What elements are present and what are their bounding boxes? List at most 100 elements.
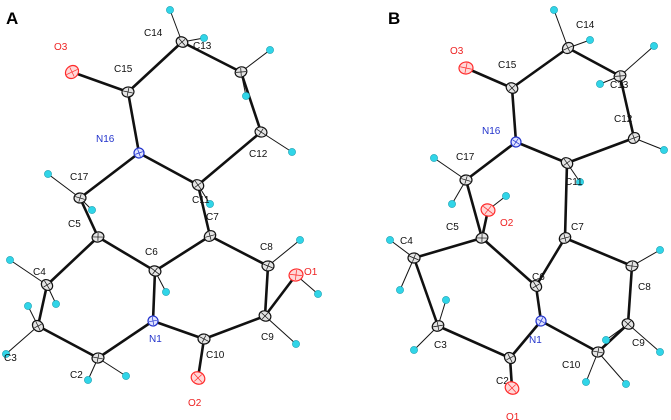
bond-c10-n1 [541,321,598,352]
hydrogen-atom [660,146,667,153]
bond-c4-c5 [47,237,98,285]
bonds [414,48,634,388]
atom-c2: C2 [496,350,518,387]
atom-c14: C14 [144,28,190,49]
bond-c15-c14 [512,48,568,88]
atom-label: C15 [498,60,517,71]
atom-label: C5 [446,222,459,233]
atom-c6: C6 [145,247,162,278]
hydrogen-atom [296,236,303,243]
atom-c3: C3 [4,318,46,364]
hydrogen-atom [550,6,557,13]
panel-a-title: A [6,9,18,28]
hydrogen-atom [622,380,629,387]
atom-c15: C15 [498,60,520,95]
bond-c12-c11 [567,138,634,163]
bond-c15-c14 [128,42,182,92]
bond-c15-n16 [128,92,139,153]
hydrogen-atoms [386,6,667,387]
hydrogen-atom [410,346,417,353]
atom-label: C3 [4,353,17,364]
atom-label: C10 [562,360,581,371]
atom-label: C4 [400,236,413,247]
hydrogen-bond [620,46,654,76]
atom-label: C7 [571,222,584,233]
bond-c8-c9 [628,266,632,324]
atom-c8: C8 [625,260,651,293]
hydrogen-atom [6,256,13,263]
hydrogen-atom [582,378,589,385]
atom-c10: C10 [562,346,605,371]
hydrogen-bond [598,352,626,384]
bonds [38,42,296,378]
bond-c3-c4 [414,258,438,326]
hydrogen-atom [88,206,95,213]
hydrogen-atom [448,200,455,207]
atom-label: C9 [261,332,274,343]
hydrogen-atom [650,42,657,49]
bond-n16-c17 [80,153,139,198]
hydrogen-atom [386,236,393,243]
hydrogen-atom [122,372,129,379]
atom-label: C13 [610,80,629,91]
bond-c2-c3 [38,326,98,358]
atom-c12: C12 [249,126,268,160]
atom-label: C17 [456,152,475,163]
atom-label: C12 [614,114,633,125]
hydrogen-bond [554,10,568,48]
atom-n1: N1 [146,314,162,345]
atom-label: O2 [500,218,514,229]
atom-label: C11 [565,177,583,188]
bond-c8-c9 [265,266,268,316]
atom-c13: C13 [193,41,249,79]
hydrogen-atom [166,6,173,13]
hydrogen-atom [586,36,593,43]
atom-label: C15 [114,64,133,75]
bond-c4-c5 [414,238,482,258]
atom-label: C10 [206,350,225,361]
atom-c17: C17 [456,152,475,185]
hydrogen-atom [502,192,509,199]
atom-label: C9 [632,338,645,349]
atom-label: C14 [576,20,595,31]
atom-label: N16 [96,134,115,145]
atom-c5: C5 [68,219,105,244]
bond-c9-o1 [265,275,296,316]
atom-label: C17 [70,172,89,183]
atom-c11: C11 [559,155,583,188]
bond-c17-c5 [80,198,98,237]
hydrogen-atom [430,154,437,161]
hydrogen-atom [442,296,449,303]
atom-label: C8 [260,242,273,253]
bond-c9-c10 [204,316,265,339]
panel-b-title: B [388,9,400,28]
bond-c7-c8 [565,238,632,266]
atom-o2: O2 [188,369,207,409]
hydrogen-atom [266,46,273,53]
hydrogen-atom [292,340,299,347]
hydrogen-atom [242,92,249,99]
bond-c14-c13 [568,48,620,76]
bond-c5-c6 [482,238,536,286]
atom-label: C8 [638,282,651,293]
atom-label: O3 [450,46,464,57]
atom-label: C11 [192,195,210,206]
atom-label: C3 [434,340,447,351]
bond-n16-c11 [139,153,198,185]
atom-label: C4 [33,267,46,278]
bond-o3-c15 [72,72,128,92]
hydrogen-atom [656,348,663,355]
atom-label: N1 [149,334,162,345]
hydrogen-atom [44,170,51,177]
atom-label: C12 [249,149,268,160]
atom-label: O1 [304,267,318,278]
atom-label: O1 [506,412,520,420]
atom-c7: C7 [557,222,584,246]
bond-o3-c15 [466,68,512,88]
